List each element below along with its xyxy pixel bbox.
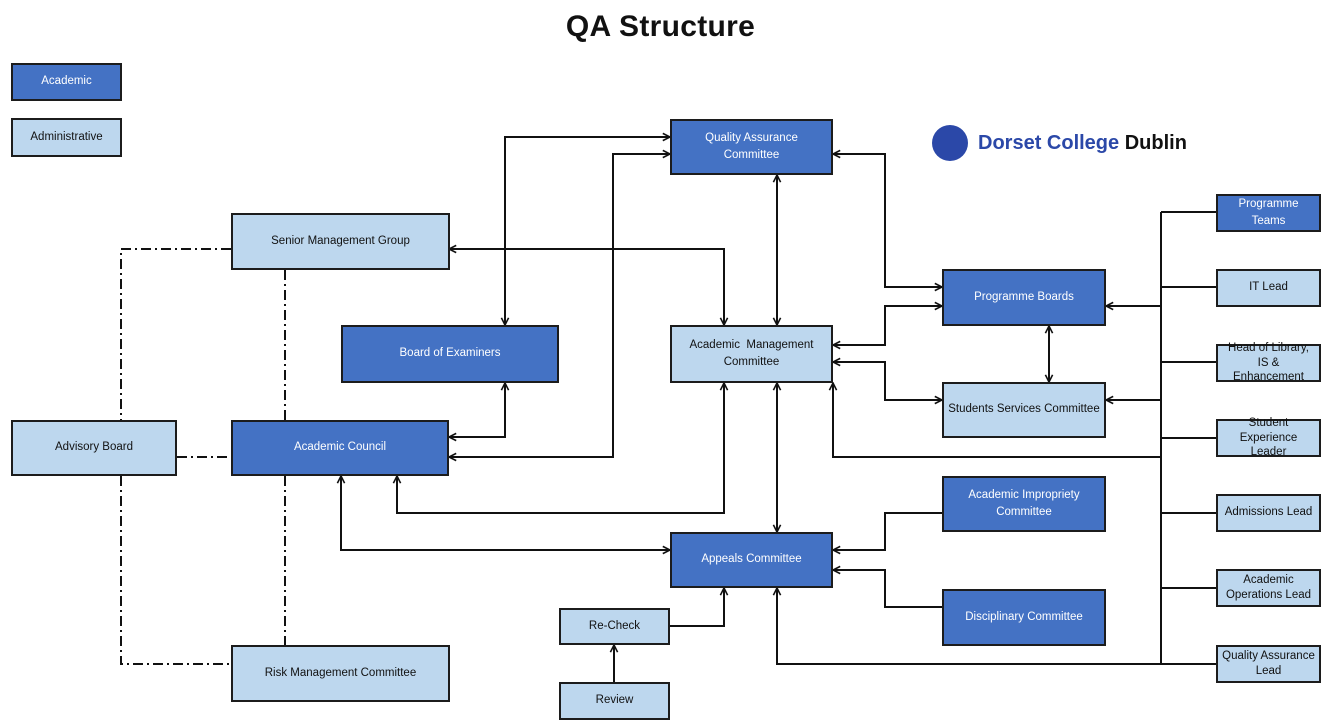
node-board-of-examiners: Board of Examiners: [341, 325, 559, 383]
link-recheck-appeals: [670, 588, 724, 627]
link-qac-pb: [833, 154, 942, 287]
link-smg-amc: [449, 249, 724, 325]
link-bus-appeals: [777, 588, 1161, 665]
node-quality-assurance-lead: Quality Assurance Lead: [1216, 645, 1321, 683]
node-students-services-committee: Students Services Committee: [942, 382, 1106, 438]
link-smg-advisory: [120, 248, 231, 420]
link-qac-council: [449, 154, 670, 457]
node-programme-boards: Programme Boards: [942, 269, 1106, 326]
link-amc-pb: [833, 306, 942, 345]
node-appeals-committee: Appeals Committee: [670, 532, 833, 588]
node-risk-management-committee: Risk Management Committee: [231, 645, 450, 702]
link-advisory-risk: [120, 476, 231, 665]
node-admissions-lead: Admissions Lead: [1216, 494, 1321, 532]
link-bus-amc: [833, 383, 1161, 458]
node-re-check: Re-Check: [559, 608, 670, 645]
node-advisory-board: Advisory Board: [11, 420, 177, 476]
link-council-appeals: [341, 476, 670, 550]
node-head-of-library: Head of Library, IS & Enhancement: [1216, 342, 1321, 383]
node-disciplinary-committee: Disciplinary Committee: [942, 589, 1106, 646]
node-it-lead: IT Lead: [1216, 269, 1321, 307]
link-qac-boe: [505, 137, 670, 325]
node-programme-teams: Programme Teams: [1216, 194, 1321, 232]
node-student-experience-leader: Student Experience Leader: [1216, 417, 1321, 458]
node-academic-council: Academic Council: [231, 420, 449, 476]
legend-administrative: Administrative: [11, 118, 122, 157]
logo-brand-text: Dorset College: [978, 131, 1120, 154]
node-quality-assurance-committee: Quality Assurance Committee: [670, 119, 833, 175]
legend-academic: Academic: [11, 63, 122, 101]
node-academic-management-committee: Academic Management Committee: [670, 325, 833, 383]
link-dc-appeals: [833, 570, 942, 608]
node-academic-impropriety-committee: Academic Impropriety Committee: [942, 476, 1106, 532]
link-boe-council: [449, 383, 505, 437]
link-aic-appeals: [833, 512, 942, 550]
node-academic-operations-lead: Academic Operations Lead: [1216, 569, 1321, 607]
link-amc-ssc: [833, 362, 942, 400]
page-title: QA Structure: [565, 10, 756, 43]
logo-city-text: Dublin: [1124, 131, 1187, 154]
node-senior-management-group: Senior Management Group: [231, 213, 450, 270]
circle-logo-icon: [932, 125, 968, 161]
college-logo: Dorset College Dublin: [932, 124, 1187, 162]
node-review: Review: [559, 682, 670, 720]
